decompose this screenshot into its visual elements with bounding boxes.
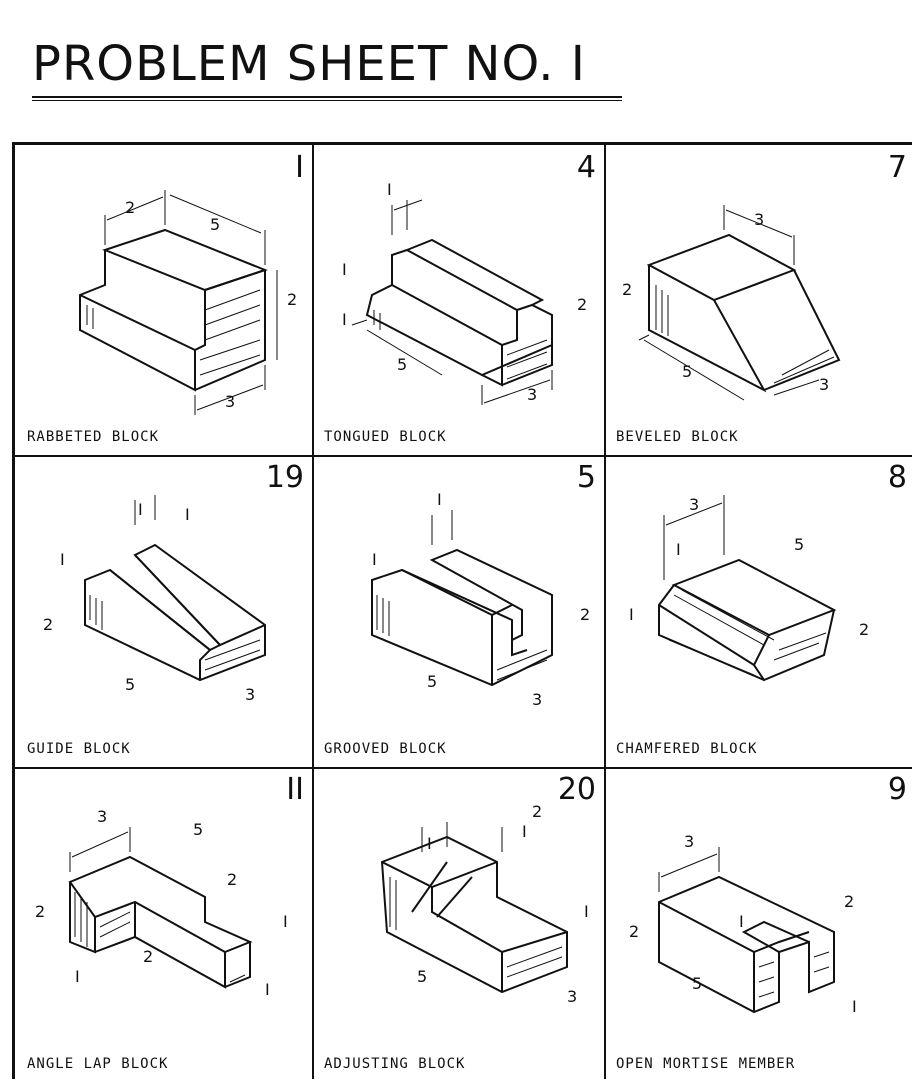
dim-label: 2 <box>125 198 135 217</box>
chamfered-block-drawing: 3 5 I I 2 <box>629 495 869 682</box>
problem-cell-beveled-block: 7 3 2 5 3 BEVELED BLOCK <box>604 145 915 455</box>
grid-divider-h1 <box>15 455 912 457</box>
tongued-block-drawing: I I I 2 5 3 <box>342 180 587 405</box>
problem-caption: ADJUSTING BLOCK <box>324 1056 466 1072</box>
dim-label: I <box>387 180 392 199</box>
dim-label: I <box>283 912 288 931</box>
guide-block-drawing: I I I 2 5 3 <box>43 495 266 704</box>
beveled-block-drawing: 3 2 5 3 <box>622 205 841 401</box>
dim-label: 3 <box>684 832 694 851</box>
problem-number: 9 <box>887 772 907 807</box>
dim-label: 2 <box>622 280 632 299</box>
problem-cell-tongued-block: 4 I I I 2 5 3 TONGUED BLOCK <box>312 145 604 455</box>
dim-label: I <box>60 550 65 569</box>
grid-divider-h2 <box>15 767 912 769</box>
dim-label: I <box>427 834 432 853</box>
dim-label: 2 <box>859 620 869 639</box>
problem-cell-chamfered-block: 8 3 5 I I 2 CHAMFERED BLOCK <box>604 455 915 767</box>
dim-label: 3 <box>97 807 107 826</box>
dim-label: I <box>584 902 589 921</box>
dim-label: I <box>522 822 527 841</box>
problem-number: 8 <box>887 460 907 495</box>
problem-cell-angle-lap-block: II 3 5 2 2 I 2 I I ANGLE LAP BLOCK <box>15 767 312 1082</box>
problem-cell-adjusting-block: 20 2 I I I 5 3 ADJUSTING BLOCK <box>312 767 604 1082</box>
problem-cell-rabbeted-block: I 2 5 2 3 RABBETED BLOCK <box>15 145 312 455</box>
problem-cell-guide-block: 19 I I I 2 5 3 GUIDE BLOCK <box>15 455 312 767</box>
rabbeted-block-drawing: 2 5 2 3 <box>79 190 297 415</box>
dim-label: 3 <box>527 385 537 404</box>
dim-label: 2 <box>287 290 297 309</box>
dim-label: 5 <box>417 967 427 986</box>
grid-divider-v2 <box>604 145 606 1079</box>
dim-label: 2 <box>577 295 587 314</box>
dim-label: I <box>676 540 681 559</box>
dim-label: 3 <box>754 210 764 229</box>
open-mortise-member-drawing: 3 2 2 I 5 I <box>629 832 857 1016</box>
problem-number: 4 <box>576 150 596 185</box>
dim-label: I <box>739 912 744 931</box>
dim-label: 2 <box>143 947 153 966</box>
dim-label: 5 <box>193 820 203 839</box>
problem-caption: ANGLE LAP BLOCK <box>27 1056 169 1072</box>
page-title: PROBLEM SHEET NO. I <box>32 36 586 92</box>
dim-label: 2 <box>43 615 53 634</box>
angle-lap-block-drawing: 3 5 2 2 I 2 I I <box>35 807 288 999</box>
problem-caption: RABBETED BLOCK <box>27 429 160 445</box>
problem-number: I <box>295 150 304 185</box>
dim-label: I <box>629 605 634 624</box>
dim-label: 2 <box>35 902 45 921</box>
dim-label: 5 <box>210 215 220 234</box>
dim-label: 2 <box>580 605 590 624</box>
dim-label: 3 <box>567 987 577 1006</box>
dim-label: I <box>185 505 190 524</box>
dim-label: 5 <box>682 362 692 381</box>
problem-number: 20 <box>557 772 596 807</box>
problem-caption: GROOVED BLOCK <box>324 741 447 757</box>
problem-grid: I 2 5 2 3 RABBETED BLOCK 4 <box>12 142 912 1079</box>
dim-label: I <box>138 500 143 519</box>
dim-label: 5 <box>397 355 407 374</box>
dim-label: I <box>852 997 857 1016</box>
dim-label: 3 <box>689 495 699 514</box>
problem-number: 5 <box>576 460 596 495</box>
problem-caption: CHAMFERED BLOCK <box>616 741 758 757</box>
dim-label: 3 <box>245 685 255 704</box>
dim-label: 5 <box>125 675 135 694</box>
dim-label: 5 <box>794 535 804 554</box>
dim-label: I <box>342 310 347 329</box>
grooved-block-drawing: I I 2 5 3 <box>371 490 590 709</box>
dim-label: I <box>437 490 442 509</box>
problem-cell-open-mortise-member: 9 3 2 2 I 5 I OPEN MORTISE MEMBER <box>604 767 915 1082</box>
dim-label: 2 <box>532 802 542 821</box>
adjusting-block-drawing: 2 I I I 5 3 <box>380 802 589 1006</box>
problem-caption: GUIDE BLOCK <box>27 741 131 757</box>
dim-label: 3 <box>532 690 542 709</box>
dim-label: 5 <box>692 974 702 993</box>
problem-caption: TONGUED BLOCK <box>324 429 447 445</box>
dim-label: I <box>265 980 270 999</box>
dim-label: I <box>342 260 347 279</box>
title-underline <box>32 96 622 98</box>
grid-divider-v1 <box>312 145 314 1079</box>
dim-label: I <box>75 967 80 986</box>
problem-number: II <box>286 772 304 807</box>
problem-cell-grooved-block: 5 I I 2 5 3 GROOVED BLOCK <box>312 455 604 767</box>
title-underline-thin <box>32 100 622 101</box>
dim-label: 5 <box>427 672 437 691</box>
dim-label: 2 <box>227 870 237 889</box>
problem-caption: OPEN MORTISE MEMBER <box>616 1056 796 1072</box>
problem-number: 7 <box>887 150 907 185</box>
dim-label: 2 <box>629 922 639 941</box>
dim-label: I <box>372 550 377 569</box>
dim-label: 3 <box>225 392 235 411</box>
problem-caption: BEVELED BLOCK <box>616 429 739 445</box>
problem-number: 19 <box>265 460 304 495</box>
dim-label: 3 <box>819 375 829 394</box>
dim-label: 2 <box>844 892 854 911</box>
